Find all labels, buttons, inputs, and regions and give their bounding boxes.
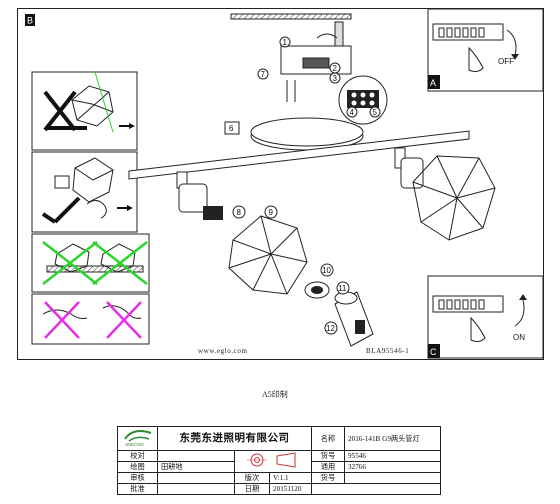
panel-c-label-box <box>428 344 440 358</box>
print-size-note: A5印制 <box>262 390 288 399</box>
logo-icon: JINDONG <box>123 430 151 447</box>
panel-a: OFF A <box>427 8 544 92</box>
approve-value <box>157 483 235 495</box>
callout-2: 2 <box>333 64 338 73</box>
panel-b-step-3-lamps <box>42 241 148 285</box>
callout-8: 8 <box>237 208 242 217</box>
document-code: BLA95546-1 <box>366 347 410 355</box>
ceiling-mount <box>230 13 388 125</box>
panel-c-label: C <box>430 347 437 357</box>
panel-b-step-1-lamp <box>43 71 135 133</box>
hand-icon <box>470 316 486 343</box>
drawn-label: 绘图 <box>117 461 158 473</box>
callouts: 1 2 3 4 5 6 7 8 9 10 11 12 <box>224 36 381 335</box>
callout-7: 7 <box>261 70 266 79</box>
correct-tick-icon <box>41 212 57 224</box>
fixture <box>128 117 496 347</box>
panel-b-label: B <box>27 16 33 26</box>
cage-shade-left <box>228 215 308 295</box>
callout-9: 9 <box>269 208 274 217</box>
track-bar <box>128 130 470 180</box>
date-value: 20151120 <box>269 483 312 495</box>
cage-shade-right <box>412 155 496 241</box>
name-label: 名称 <box>311 426 345 451</box>
version-value: V:1.1 <box>269 472 312 484</box>
website-url: www.eglo.com <box>198 347 248 355</box>
approve-label: 批准 <box>117 483 158 495</box>
callout-10: 10 <box>322 266 331 275</box>
fuse-box-icon <box>432 23 504 41</box>
off-label: OFF <box>498 57 514 66</box>
fuse-box-icon <box>432 295 504 313</box>
projection-icon <box>247 452 296 468</box>
on-label: ON <box>513 333 525 342</box>
panel-b-step-2-lamp <box>41 157 133 224</box>
terminal-block-detail <box>338 75 388 125</box>
panel-b-step-4 <box>31 293 150 345</box>
common-part-value <box>344 472 441 484</box>
part-label: 货号 <box>311 450 345 462</box>
drawn-by: 田耕地 <box>157 461 235 473</box>
date-label: 日期 <box>234 483 270 495</box>
lamp-holder-left <box>178 183 208 213</box>
company-name: 东莞东进照明有限公司 <box>157 426 312 451</box>
callout-5: 5 <box>373 108 378 117</box>
check-label: 校对 <box>117 450 158 462</box>
product-name: 2016-141B G9两头管灯 <box>344 426 441 451</box>
hand-icon <box>468 46 484 73</box>
version-label: 版次 <box>234 472 270 484</box>
check-value <box>157 450 235 462</box>
common-label: 通用 <box>311 461 345 473</box>
panel-b-step-1 <box>31 71 138 151</box>
bulb-g9-icon <box>203 206 223 220</box>
mounting-plate <box>280 45 352 75</box>
lamp-holder-right <box>400 157 424 189</box>
common-number: 32766 <box>344 461 441 473</box>
common-part-label: 货号 <box>311 472 345 484</box>
panel-b-step-2 <box>31 151 138 233</box>
wrong-cross-line <box>43 90 77 132</box>
part-number: 95546 <box>344 450 441 462</box>
svg-text:JINDONG: JINDONG <box>125 442 144 447</box>
company-logo: JINDONG <box>117 426 158 451</box>
screw-icon <box>334 21 344 47</box>
panel-a-label-box <box>428 75 440 89</box>
callout-12: 12 <box>326 324 335 333</box>
panel-a-label: A <box>430 78 436 88</box>
review-value <box>157 472 235 484</box>
panel-b-step-3 <box>31 233 150 293</box>
drawing-frame <box>17 8 544 360</box>
title-block: JINDONG 东莞东进照明有限公司 名称 2016-141B G9两头管灯 校… <box>117 426 441 495</box>
panel-c: ON C <box>427 275 544 359</box>
empty-cell <box>311 483 441 495</box>
review-label: 审核 <box>117 472 158 484</box>
panel-b-step-4-hands <box>42 301 142 339</box>
callout-1: 1 <box>283 38 288 47</box>
callout-4: 4 <box>350 108 355 117</box>
callout-6: 6 <box>229 124 234 133</box>
projection-symbol <box>234 450 312 473</box>
callout-11: 11 <box>338 284 347 293</box>
panel-b: B <box>25 14 150 345</box>
assembly-drawing: B <box>17 8 544 360</box>
callout-3: 3 <box>333 74 338 83</box>
panel-b-label-box <box>25 14 35 26</box>
